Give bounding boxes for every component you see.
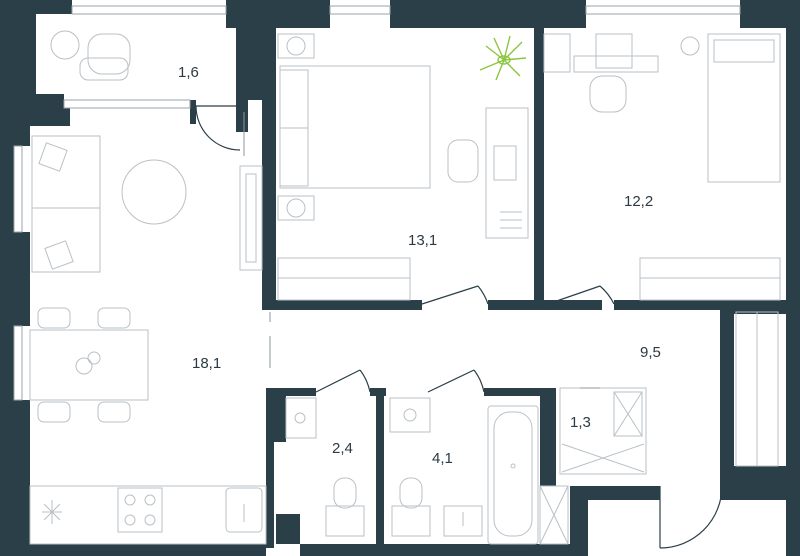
room-area-labels: 1,6 13,1 12,2 18,1 9,5 1,3 2,4 4,1 <box>178 64 661 467</box>
area-label-storage: 1,3 <box>570 414 591 431</box>
windows <box>13 5 741 401</box>
area-label-bedroom-1: 13,1 <box>408 232 437 249</box>
area-label-bedroom-2: 12,2 <box>624 193 653 210</box>
doors <box>195 105 723 549</box>
area-label-living-kitchen: 18,1 <box>192 355 221 372</box>
area-label-bathroom: 4,1 <box>432 450 453 467</box>
furniture <box>29 30 781 545</box>
plant-icon <box>479 35 527 81</box>
area-label-hallway: 9,5 <box>640 344 661 361</box>
area-label-balcony: 1,6 <box>178 64 199 81</box>
area-label-toilet: 2,4 <box>332 440 353 457</box>
